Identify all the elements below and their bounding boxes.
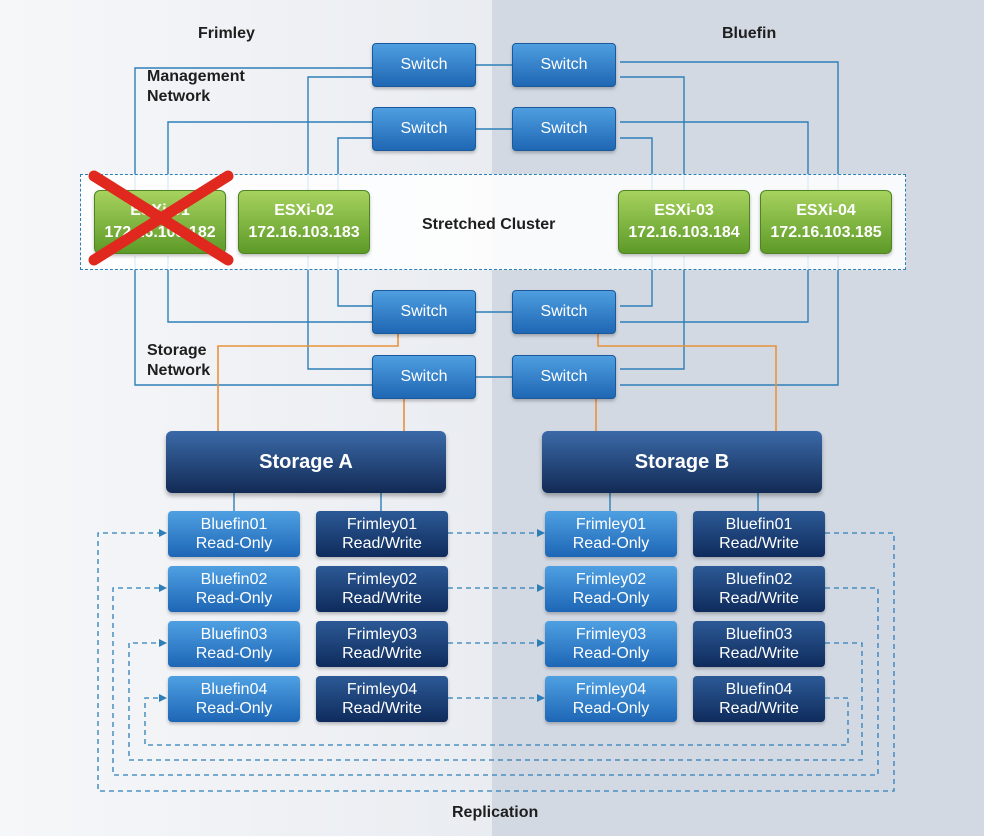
storage-array-a: Storage A	[166, 431, 446, 493]
storage-switch-frimley-1: Switch	[372, 290, 476, 334]
stretched-cluster-label: Stretched Cluster	[422, 216, 556, 233]
red-x-icon	[88, 170, 234, 266]
site-label-bluefin: Bluefin	[722, 25, 777, 42]
mgmt-switch-bluefin-2: Switch	[512, 107, 616, 151]
mgmt-switch-frimley-1: Switch	[372, 43, 476, 87]
mgmt-switch-frimley-2: Switch	[372, 107, 476, 151]
replication-arrows	[97, 532, 895, 792]
storage-array-b: Storage B	[542, 431, 822, 493]
replication-arrowheads	[159, 529, 545, 702]
storage-network-wires	[134, 256, 839, 386]
management-wires	[134, 61, 839, 190]
mgmt-switch-bluefin-1: Switch	[512, 43, 616, 87]
storage-lun-wires	[233, 492, 759, 511]
management-network-label: Management Network	[147, 68, 245, 105]
storage-network-label: Storage Network	[147, 342, 211, 379]
site-label-frimley: Frimley	[198, 25, 255, 42]
storage-switch-bluefin-1: Switch	[512, 290, 616, 334]
storage-switch-frimley-2: Switch	[372, 355, 476, 399]
storage-uplink-wires	[217, 334, 777, 431]
storage-switch-bluefin-2: Switch	[512, 355, 616, 399]
replication-label: Replication	[452, 804, 539, 821]
